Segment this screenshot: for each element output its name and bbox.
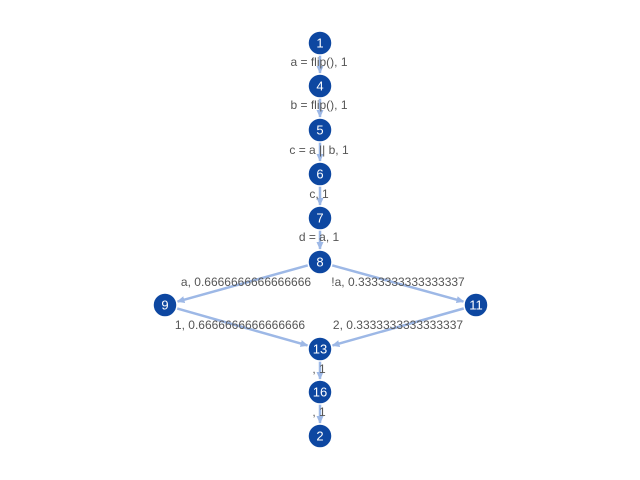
edge-label-6-7: c, 1 — [309, 187, 329, 201]
node-label: 16 — [313, 385, 327, 400]
node-label: 5 — [316, 123, 323, 138]
edge-8-11 — [331, 263, 465, 304]
node-circle — [307, 379, 333, 405]
node-circle — [307, 336, 333, 362]
node-label: 4 — [316, 79, 323, 94]
node-9[interactable]: 9 — [152, 292, 178, 318]
node-circle — [152, 292, 178, 318]
edge-label-8-11: !a, 0.3333333333333337 — [331, 275, 465, 289]
edge-label-5-6: c = a || b, 1 — [289, 143, 349, 157]
node-circle — [307, 161, 333, 187]
node-label: 6 — [316, 167, 323, 182]
node-4[interactable]: 4 — [307, 73, 333, 99]
node-circle — [307, 117, 333, 143]
node-circle — [307, 205, 333, 231]
node-circle — [307, 73, 333, 99]
node-label: 9 — [161, 298, 168, 313]
node-7[interactable]: 7 — [307, 205, 333, 231]
node-13[interactable]: 13 — [307, 336, 333, 362]
edge-9-13 — [176, 307, 309, 347]
node-11[interactable]: 11 — [463, 292, 489, 318]
node-circle — [307, 30, 333, 56]
node-label: 11 — [469, 298, 483, 313]
node-label: 2 — [316, 429, 323, 444]
nodes-layer: 1 4 5 6 7 8 9 11 13 16 2 — [152, 30, 489, 449]
node-5[interactable]: 5 — [307, 117, 333, 143]
edge-label-9-13: 1, 0.6666666666666666 — [175, 318, 305, 332]
node-6[interactable]: 6 — [307, 161, 333, 187]
node-circle — [463, 292, 489, 318]
node-circle — [307, 423, 333, 449]
node-2[interactable]: 2 — [307, 423, 333, 449]
edge-label-11-13: 2, 0.3333333333333337 — [333, 318, 463, 332]
node-1[interactable]: 1 — [307, 30, 333, 56]
edge-8-9 — [176, 264, 309, 304]
node-label: 13 — [313, 342, 327, 357]
node-label: 1 — [316, 36, 323, 51]
edges-layer — [176, 55, 465, 424]
edge-label-13-16: , 1 — [312, 362, 326, 376]
edge-labels-layer: a = flip(), 1 b = flip(), 1 c = a || b, 1 c… — [175, 55, 465, 419]
edge-label-16-2: , 1 — [312, 405, 326, 419]
edge-11-13 — [331, 307, 465, 347]
edge-label-7-8: d = a, 1 — [299, 230, 340, 244]
edge-label-1-4: a = flip(), 1 — [290, 55, 347, 69]
node-label: 8 — [316, 255, 323, 270]
edge-label-8-9: a, 0.6666666666666666 — [181, 275, 311, 289]
node-16[interactable]: 16 — [307, 379, 333, 405]
node-8[interactable]: 8 — [307, 249, 333, 275]
edge-label-4-5: b = flip(), 1 — [290, 98, 347, 112]
node-label: 7 — [316, 211, 323, 226]
node-circle — [307, 249, 333, 275]
